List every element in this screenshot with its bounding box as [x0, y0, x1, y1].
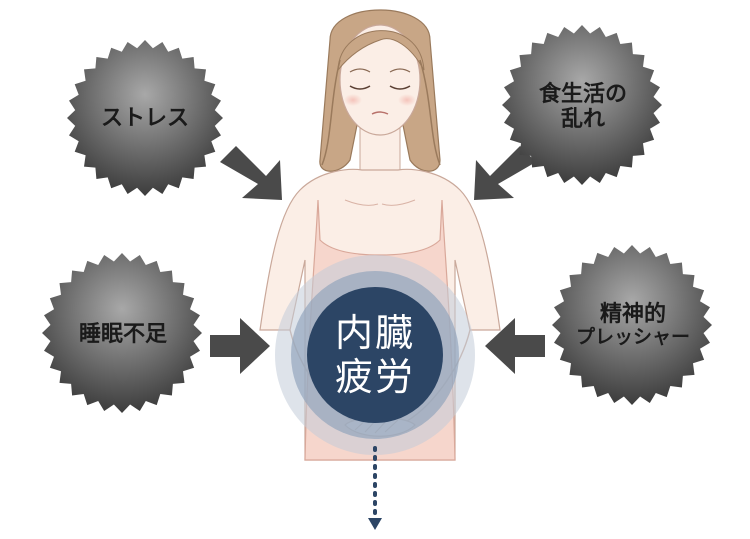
factor-sleep-line-1: 睡眠不足 — [78, 322, 167, 347]
factor-pressure-line-1: 精神的 — [599, 302, 666, 327]
factor-label-stress: ストレス — [80, 106, 210, 131]
arrow-stress — [220, 146, 282, 200]
down-dotted-arrow — [368, 446, 382, 530]
arrow-diet — [474, 146, 536, 200]
factor-diet-line-2: 乱れ — [560, 107, 605, 133]
arrow-pressure — [485, 318, 545, 374]
factor-label-diet: 食生活の 乱れ — [508, 82, 658, 133]
badge-sleep — [42, 253, 202, 413]
center-text: 内臓 疲労 — [325, 311, 425, 399]
factor-diet-line-1: 食生活の — [538, 82, 627, 107]
badge-stress — [67, 40, 223, 196]
center-line-2: 疲労 — [334, 354, 415, 399]
factor-stress-line-1: ストレス — [100, 106, 189, 131]
badge-pressure — [552, 245, 712, 405]
organ-fatigue-circle — [275, 255, 475, 455]
factor-label-sleep: 睡眠不足 — [48, 322, 198, 347]
factor-pressure-line-2: プレッシャー — [575, 326, 690, 349]
arrow-sleep — [210, 318, 270, 374]
center-line-1: 内臓 — [334, 311, 415, 355]
badge-diet — [502, 25, 662, 185]
factor-label-pressure: 精神的 プレッシャー — [548, 302, 718, 349]
